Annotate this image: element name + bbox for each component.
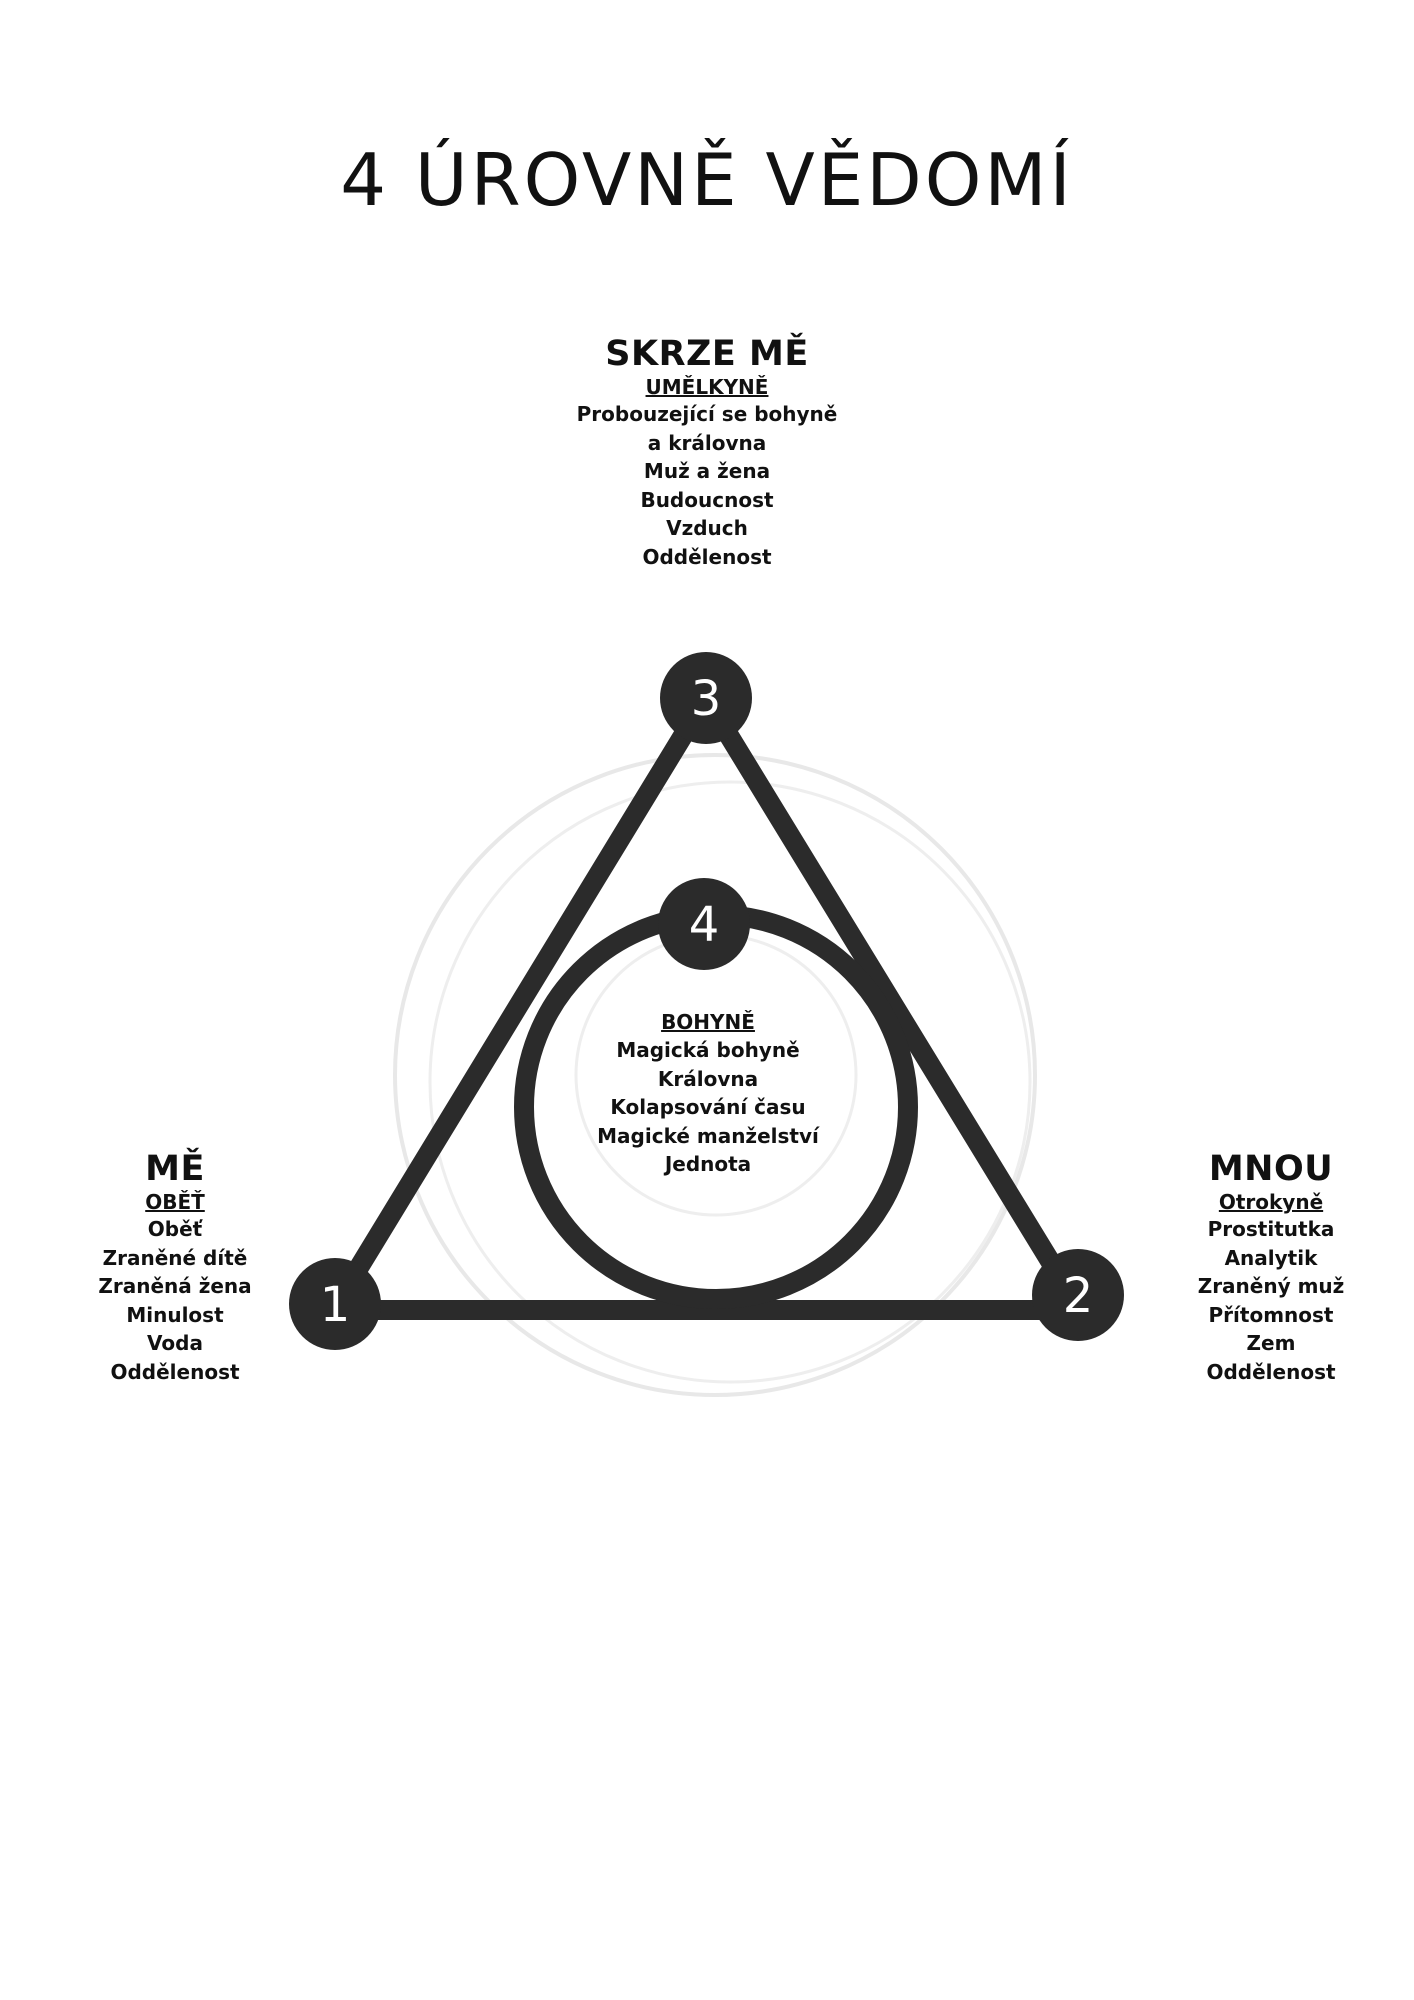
level-3-item: a královna: [647, 430, 767, 455]
level-3-item: Vzduch: [666, 516, 748, 540]
node-2: 2: [1032, 1249, 1124, 1341]
level-4-item: Magická bohyně: [616, 1038, 800, 1062]
level-4-item: Jednota: [664, 1152, 752, 1176]
level-4-item: Kolapsování času: [610, 1095, 806, 1119]
level-4-item: Magické manželství: [597, 1123, 819, 1148]
level-2-item: Přítomnost: [1208, 1302, 1334, 1327]
page-title: 4 ÚROVNĚ VĚDOMÍ: [340, 138, 1074, 222]
triangle: [323, 688, 1090, 1320]
level-3-subheading: UMĚLKYNĚ: [645, 375, 769, 399]
level-2-item: Zraněný muž: [1197, 1274, 1345, 1298]
level-1-item: Oběť: [147, 1217, 203, 1241]
node-2-number: 2: [1063, 1268, 1094, 1324]
node-4: 4: [658, 878, 750, 970]
level-2-label: MNOU Otrokyně Prostitutka Analytik Zraně…: [1161, 1149, 1381, 1386]
level-1-label: MĚ OBĚŤ Oběť Zraněné dítě Zraněná žena M…: [75, 1149, 275, 1386]
level-3-item: Oddělenost: [642, 544, 772, 569]
level-2-item: Zem: [1246, 1331, 1296, 1355]
level-4-label: BOHYNĚ Magická bohyně Královna Kolapsová…: [558, 1008, 858, 1179]
outer-faint-ring: [393, 753, 1037, 1397]
node-3-number: 3: [691, 671, 722, 727]
level-4-subheading: BOHYNĚ: [661, 1010, 755, 1034]
level-3-item: Probouzející se bohyně: [576, 402, 838, 426]
level-4-item: Královna: [657, 1066, 759, 1091]
level-1-item: Minulost: [126, 1302, 224, 1327]
level-1-item: Voda: [147, 1331, 203, 1355]
level-2-subheading: Otrokyně: [1218, 1190, 1324, 1214]
node-4-number: 4: [689, 897, 720, 953]
level-3-heading: SKRZE MĚ: [605, 334, 809, 374]
level-2-item: Oddělenost: [1206, 1359, 1336, 1384]
level-2-heading: MNOU: [1208, 1149, 1334, 1189]
level-1-item: Zraněné dítě: [102, 1245, 248, 1270]
level-3-item: Muž a žena: [643, 459, 771, 483]
level-3-item: Budoucnost: [640, 487, 774, 512]
node-1: 1: [289, 1258, 381, 1350]
node-3: 3: [660, 652, 752, 744]
level-2-item: Analytik: [1224, 1245, 1318, 1270]
level-1-item: Oddělenost: [110, 1359, 240, 1384]
node-1-number: 1: [320, 1277, 351, 1333]
level-1-heading: MĚ: [145, 1149, 205, 1189]
level-2-item: Prostitutka: [1207, 1217, 1335, 1241]
level-1-item: Zraněná žena: [98, 1274, 252, 1298]
outer-faint-ring-offset: [428, 780, 1032, 1384]
level-1-subheading: OBĚŤ: [145, 1190, 205, 1214]
level-3-label: SKRZE MĚ UMĚLKYNĚ Probouzející se bohyně…: [507, 334, 907, 571]
